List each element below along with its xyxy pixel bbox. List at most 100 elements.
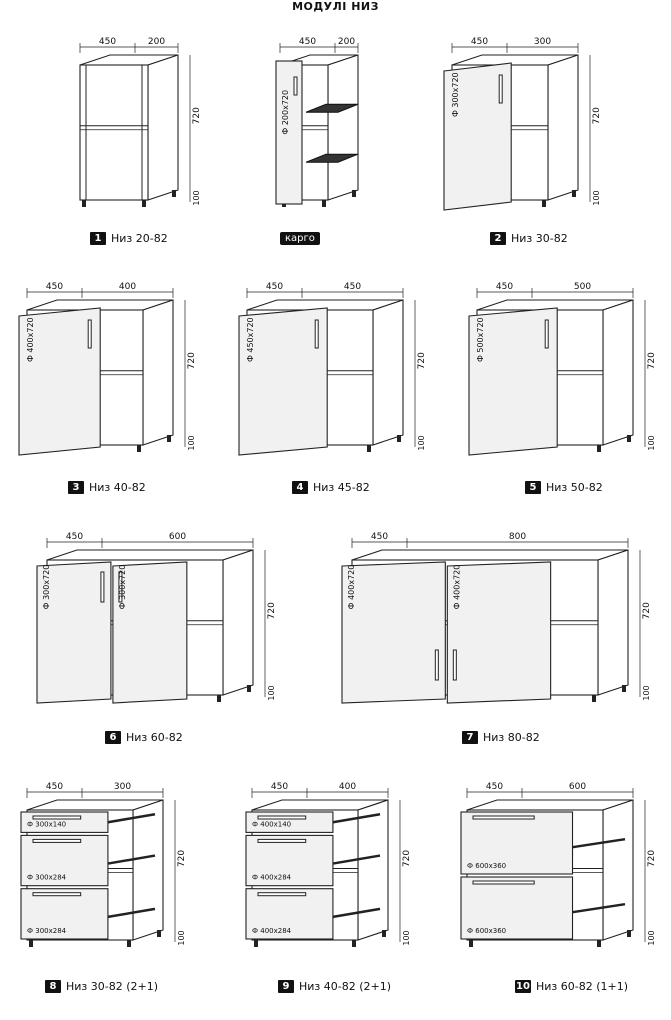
module-number: 2 <box>490 232 506 245</box>
leg <box>542 200 546 207</box>
front-size-label: Ф 400x720 <box>26 317 35 362</box>
leg <box>82 200 86 207</box>
leg <box>247 685 251 692</box>
leg <box>597 940 601 947</box>
height-label: 720 <box>417 352 427 369</box>
module-name: Низ 20-82 <box>111 232 168 245</box>
front-size-label: Ф 300x720 <box>451 72 460 117</box>
leg <box>142 200 146 207</box>
module-name: Низ 45-82 <box>313 481 370 494</box>
leg <box>572 190 576 197</box>
width-label: 300 <box>114 782 131 792</box>
depth-label: 450 <box>66 532 83 542</box>
front-size-label: Ф 600x360 <box>467 927 506 935</box>
plinth-label: 100 <box>177 930 186 945</box>
module-number: 5 <box>525 481 541 494</box>
leg <box>172 190 176 197</box>
cabinet-drawing: Ф 400x720 Ф 400x720 450 800 720 100 <box>341 532 652 704</box>
cabinet-side <box>357 799 389 941</box>
depth-label: 450 <box>266 282 283 292</box>
caption-module-2: 2 Низ 30-82 <box>490 232 568 245</box>
leg <box>127 940 131 947</box>
width-label: 600 <box>569 782 586 792</box>
leg <box>352 190 356 197</box>
handle-icon <box>452 649 457 681</box>
leg <box>597 445 601 452</box>
cabinet-side <box>327 54 359 201</box>
leg <box>137 445 141 452</box>
module-name: Низ 30-82 <box>511 232 568 245</box>
leg <box>592 695 596 702</box>
caption-module-6: 6 Низ 60-82 <box>105 731 183 744</box>
width-label: 400 <box>339 782 356 792</box>
depth-label: 450 <box>371 532 388 542</box>
cabinet-side <box>602 299 634 446</box>
handle-icon <box>257 838 307 843</box>
leg <box>29 940 33 947</box>
front-size-label: Ф 400x720 <box>347 565 356 610</box>
cabinet-side <box>132 799 164 941</box>
depth-label: 450 <box>496 282 513 292</box>
front-size-label: Ф 300x284 <box>27 927 67 935</box>
cargo-basket <box>305 103 359 113</box>
cabinet-body <box>79 64 149 201</box>
cabinet-side <box>597 549 629 696</box>
door-panel <box>341 561 446 704</box>
module-7: Ф 400x720 Ф 400x720 450 800 720 100 <box>330 515 660 715</box>
drawer-front <box>245 834 334 887</box>
width-label: 200 <box>148 37 165 47</box>
caption-module-10: 10 Низ 60-82 (1+1) <box>515 980 628 993</box>
plinth-label: 100 <box>642 685 651 700</box>
depth-label: 450 <box>46 282 63 292</box>
door-panel <box>275 60 303 205</box>
width-label: 800 <box>509 532 526 542</box>
leg <box>367 445 371 452</box>
plinth-label: 100 <box>187 435 196 450</box>
width-label: 200 <box>338 37 355 47</box>
height-label: 720 <box>267 602 277 619</box>
drawer-front <box>460 876 574 940</box>
drawer-runner <box>107 813 156 824</box>
page-title: МОДУЛІ НИЗ <box>292 0 379 13</box>
width-label: 450 <box>344 282 361 292</box>
depth-label: 450 <box>99 37 116 47</box>
leg <box>167 435 171 442</box>
cabinet-side <box>602 799 634 941</box>
plinth-label: 100 <box>267 685 276 700</box>
front-size-label: Ф 400x720 <box>452 565 461 610</box>
height-label: 720 <box>642 602 652 619</box>
handle-icon <box>544 319 549 349</box>
plinth-label: 100 <box>647 435 656 450</box>
module-number: 7 <box>462 731 478 744</box>
module-number: 8 <box>45 980 61 993</box>
door-panel <box>443 62 512 211</box>
handle-icon <box>472 815 535 820</box>
caption-module-7: 7 Низ 80-82 <box>462 731 540 744</box>
depth-label: 450 <box>299 37 316 47</box>
cargo-basket <box>305 153 359 163</box>
front-size-label: Ф 400x284 <box>252 927 292 935</box>
height-label: 720 <box>187 352 197 369</box>
drawer-runner <box>332 854 381 865</box>
handle-icon <box>100 571 105 603</box>
door-panel <box>18 307 101 456</box>
front-size-label: Ф 600x360 <box>467 862 506 870</box>
height-label: 720 <box>192 107 202 124</box>
cabinet-side <box>372 299 404 446</box>
drawer-runner <box>332 907 381 919</box>
leg <box>622 685 626 692</box>
handle-icon <box>434 649 439 681</box>
leg <box>254 940 258 947</box>
front-size-label: Ф 300x284 <box>27 874 67 882</box>
door-panel <box>468 307 558 456</box>
module-name: карго <box>280 232 320 245</box>
door-panel <box>238 307 328 456</box>
